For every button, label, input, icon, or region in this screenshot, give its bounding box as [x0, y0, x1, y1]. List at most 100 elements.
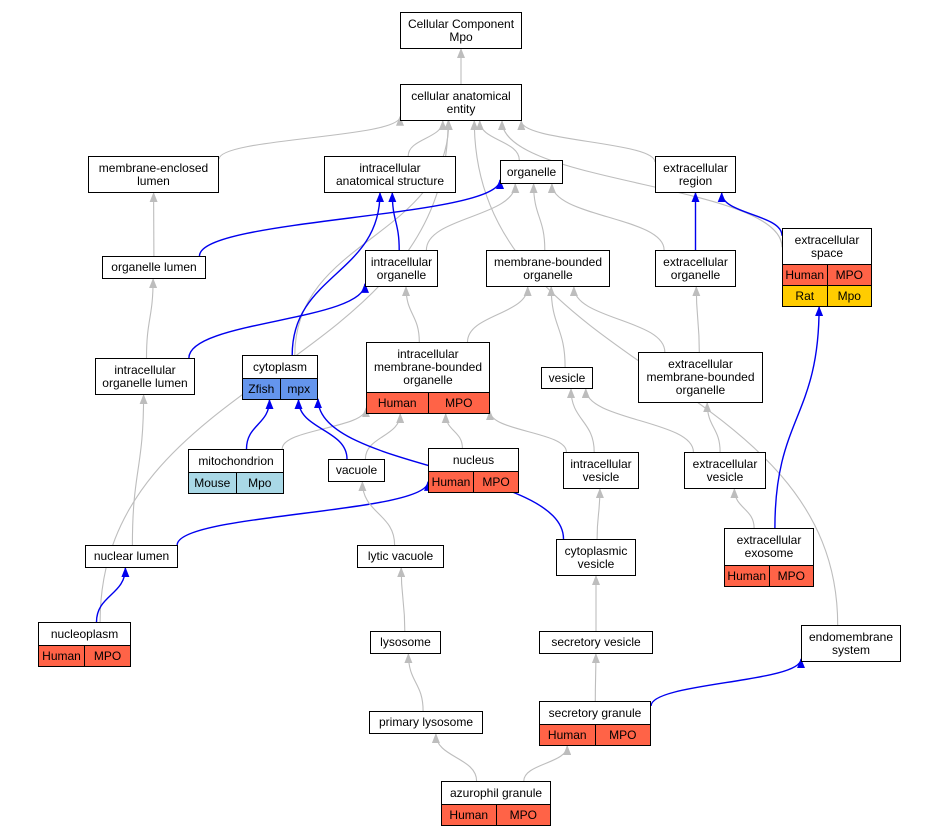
node-iol[interactable]: intracellular organelle lumen — [95, 358, 195, 395]
node-ias[interactable]: intracellular anatomical structure — [324, 156, 456, 193]
node-ecr[interactable]: extracellular region — [655, 156, 736, 193]
edge-iol-to-orgl — [145, 278, 158, 359]
edge-mel-to-cae — [218, 115, 404, 160]
node-icv[interactable]: intracellular vesicle — [563, 452, 639, 489]
edge-icv-to-imbo — [486, 410, 567, 453]
edge-ias-to-cae — [407, 120, 447, 157]
node-embo[interactable]: extracellular membrane-bounded organelle — [638, 352, 763, 403]
edge-lys-to-lv — [397, 567, 406, 632]
species-tag: Human — [725, 566, 769, 586]
node-label: azurophil granule — [449, 785, 543, 800]
edge-ecs-to-cae — [498, 120, 783, 248]
edge-icv-to-ves — [567, 388, 595, 453]
species-tag: Human — [429, 472, 473, 492]
node-label: vesicle — [548, 370, 586, 385]
node-label: Cellular Component Mpo — [407, 16, 515, 44]
edge-pl-to-lys — [404, 653, 424, 712]
gene-tag: MPO — [495, 805, 550, 825]
edge-imbo-to-mbo — [466, 286, 532, 343]
node-label: cytoplasmic vesicle — [564, 543, 628, 571]
node-label: primary lysosome — [378, 715, 474, 729]
node-eco[interactable]: extracellular organelle — [655, 250, 736, 287]
node-label: intracellular membrane-bounded organelle — [373, 347, 483, 387]
edge-imbo-to-ico — [402, 286, 420, 343]
gene-tag: MPO — [473, 472, 518, 492]
gene-tag: MPO — [84, 646, 130, 666]
node-vac[interactable]: vacuole — [328, 459, 385, 482]
node-mbo[interactable]: membrane-bounded organelle — [486, 250, 610, 287]
edge-cv-to-icv — [595, 488, 604, 540]
node-label: nucleoplasm — [50, 626, 119, 641]
node-org[interactable]: organelle — [500, 160, 563, 184]
edge-ag-to-sg — [523, 745, 572, 782]
node-label: extracellular space — [794, 232, 860, 260]
edge-lv-to-vac — [358, 481, 396, 546]
edge-org-to-cae — [475, 120, 520, 161]
node-cv[interactable]: cytoplasmic vesicle — [556, 539, 636, 576]
edge-cyto-to-ias — [291, 192, 384, 356]
node-label: endomembrane system — [808, 629, 894, 657]
edge-ecs-to-ecr — [717, 192, 783, 236]
node-ves[interactable]: vesicle — [541, 367, 593, 389]
node-label: cellular anatomical entity — [411, 88, 511, 116]
node-label: cytoplasm — [252, 359, 308, 374]
node-label: extracellular organelle — [663, 254, 728, 282]
node-label: membrane-bounded organelle — [493, 254, 603, 282]
edge-mbo-to-org — [529, 183, 546, 251]
gene-tag: MPO — [594, 725, 650, 745]
node-label: secretory granule — [548, 705, 642, 720]
node-ico[interactable]: intracellular organelle — [365, 250, 438, 287]
edge-exo-to-ecs — [774, 306, 824, 529]
gene-tag: MPO — [826, 265, 871, 285]
node-nl[interactable]: nuclear lumen — [85, 545, 178, 568]
species-tag: Mouse — [189, 473, 236, 493]
node-ems[interactable]: endomembrane system — [801, 625, 901, 662]
edge-exo-to-ecv — [730, 488, 755, 529]
edge-ico-to-ias — [388, 192, 400, 251]
edge-nl-to-iol — [131, 394, 148, 546]
edge-vac-to-imbo — [364, 413, 405, 460]
species-tag: Rat — [783, 286, 827, 306]
node-ecv[interactable]: extracellular vesicle — [684, 452, 766, 489]
node-label: mitochondrion — [198, 453, 274, 468]
node-cae[interactable]: cellular anatomical entity — [400, 84, 522, 121]
node-label: organelle — [506, 164, 557, 179]
node-lys[interactable]: lysosome — [370, 631, 441, 654]
node-mel[interactable]: membrane-enclosed lumen — [88, 156, 219, 193]
node-imbo[interactable]: intracellular membrane-bounded organelle… — [366, 342, 490, 414]
node-root[interactable]: Cellular Component Mpo — [400, 12, 522, 49]
node-label: intracellular organelle lumen — [102, 362, 188, 390]
node-label: extracellular membrane-bounded organelle — [646, 357, 755, 397]
node-sv[interactable]: secretory vesicle — [539, 631, 653, 654]
edge-ico-to-org — [425, 183, 520, 251]
node-lv[interactable]: lytic vacuole — [357, 545, 444, 568]
node-orgl[interactable]: organelle lumen — [102, 256, 206, 279]
node-label: extracellular region — [663, 160, 728, 188]
node-label: extracellular vesicle — [692, 456, 758, 484]
node-label: intracellular anatomical structure — [335, 160, 445, 188]
node-label: secretory vesicle — [551, 635, 641, 649]
edge-ag-to-pl — [431, 733, 478, 782]
edge-np-to-nl — [95, 567, 130, 623]
gene-tag: Mpo — [235, 473, 283, 493]
edge-orgl-to-org — [198, 179, 504, 257]
species-tag: Human — [540, 725, 595, 745]
species-tag: Human — [783, 265, 827, 285]
edge-ecv-to-embo — [703, 402, 721, 453]
node-label: intracellular vesicle — [570, 456, 632, 484]
node-pl[interactable]: primary lysosome — [369, 711, 483, 734]
